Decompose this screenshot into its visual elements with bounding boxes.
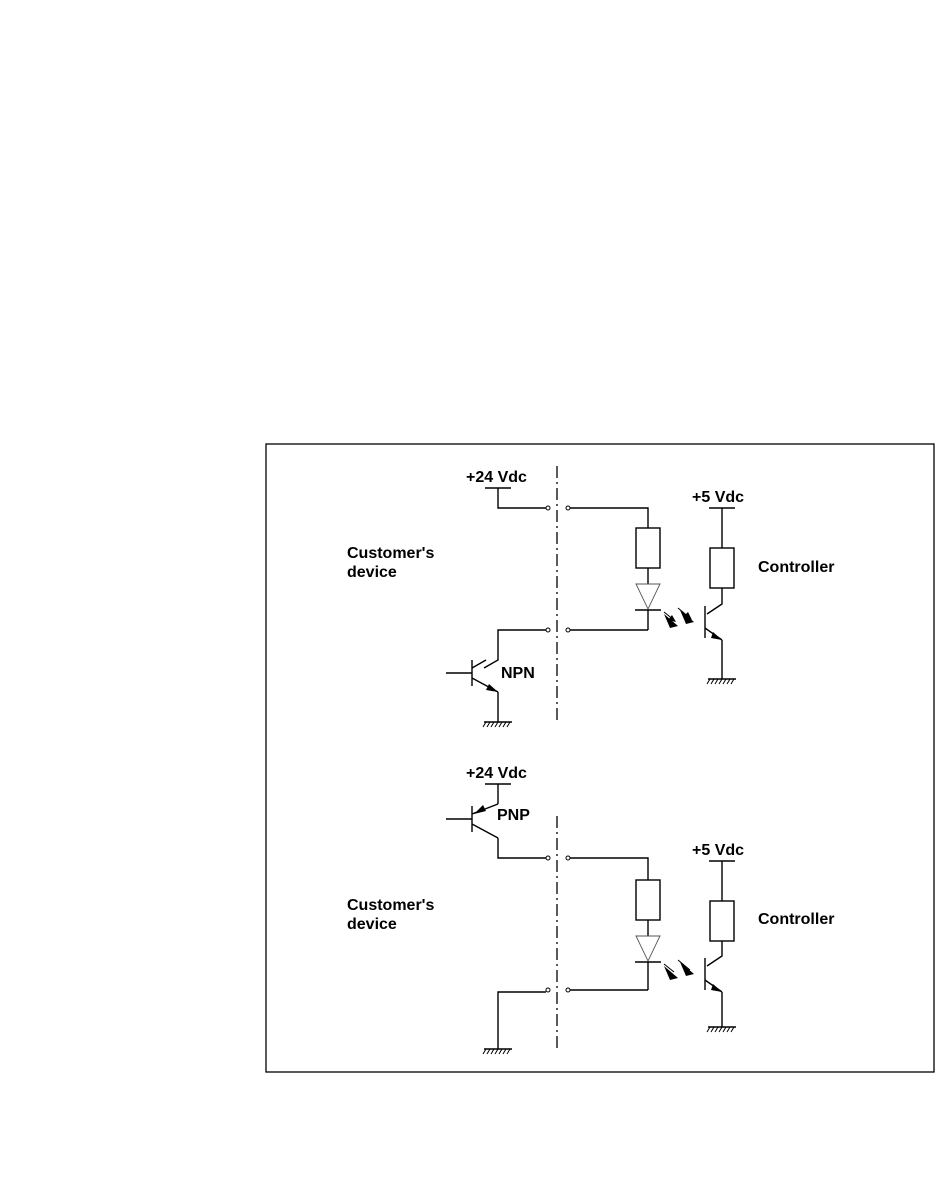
npn-supply-wire bbox=[498, 488, 546, 508]
npn-emitter-arrow-icon bbox=[486, 684, 498, 692]
npn-terminal-1-right bbox=[566, 506, 570, 510]
npn-controller-supply-label: +5 Vdc bbox=[692, 489, 744, 506]
npn-customer-label-line2: device bbox=[347, 564, 397, 581]
pnp-terminal-1-right bbox=[566, 856, 570, 860]
pnp-ground-icon bbox=[483, 1049, 512, 1054]
pnp-controller-supply-label: +5 Vdc bbox=[692, 842, 744, 859]
pnp-light-arrows-icon bbox=[664, 960, 694, 980]
npn-transistor-label: NPN bbox=[501, 665, 535, 682]
pnp-terminal-1-left bbox=[546, 856, 550, 860]
pnp-terminal-2-right bbox=[566, 988, 570, 992]
npn-terminal-2-left bbox=[546, 628, 550, 632]
pnp-collector-wire bbox=[498, 838, 546, 858]
npn-terminal-2-right bbox=[566, 628, 570, 632]
npn-input-resistor bbox=[636, 528, 660, 568]
npn-collector-lead bbox=[472, 660, 486, 668]
pnp-opto-led-icon bbox=[636, 936, 660, 961]
npn-pullup-resistor bbox=[710, 548, 734, 588]
pnp-input-wire bbox=[570, 858, 648, 880]
npn-controller-ground-icon bbox=[707, 679, 736, 684]
npn-customer-label-line1: Customer's bbox=[347, 545, 434, 562]
diagram-frame bbox=[266, 444, 934, 1072]
pnp-ground-wire bbox=[498, 992, 546, 1049]
npn-opto-led-icon bbox=[636, 584, 660, 609]
pnp-emitter-arrow-icon bbox=[474, 805, 486, 814]
pnp-customer-label-line2: device bbox=[347, 916, 397, 933]
npn-phototransistor-arrow-icon bbox=[711, 632, 722, 640]
pnp-phototransistor-arrow-icon bbox=[711, 984, 722, 992]
pnp-transistor-label: PNP bbox=[497, 807, 530, 824]
npn-circuit: +24 Vdc Customer's device bbox=[347, 466, 834, 727]
pnp-phototransistor-collector bbox=[707, 941, 722, 966]
pnp-controller-ground-icon bbox=[707, 1027, 736, 1032]
npn-light-arrows-icon bbox=[664, 608, 694, 628]
npn-collector-wire bbox=[484, 630, 546, 668]
pnp-customer-label-line1: Customer's bbox=[347, 897, 434, 914]
npn-supply-label: +24 Vdc bbox=[466, 469, 527, 486]
npn-phototransistor-collector bbox=[707, 588, 722, 614]
pnp-circuit: +24 Vdc PNP Customer's device bbox=[347, 765, 834, 1054]
pnp-supply-label: +24 Vdc bbox=[466, 765, 527, 782]
pnp-collector-lead bbox=[472, 824, 498, 838]
pnp-controller-label: Controller bbox=[758, 911, 834, 928]
pnp-terminal-2-left bbox=[546, 988, 550, 992]
pnp-input-resistor bbox=[636, 880, 660, 920]
npn-terminal-1-left bbox=[546, 506, 550, 510]
npn-ground-icon bbox=[483, 722, 512, 727]
npn-controller-label: Controller bbox=[758, 559, 834, 576]
pnp-pullup-resistor bbox=[710, 901, 734, 941]
npn-input-wire bbox=[570, 508, 648, 528]
